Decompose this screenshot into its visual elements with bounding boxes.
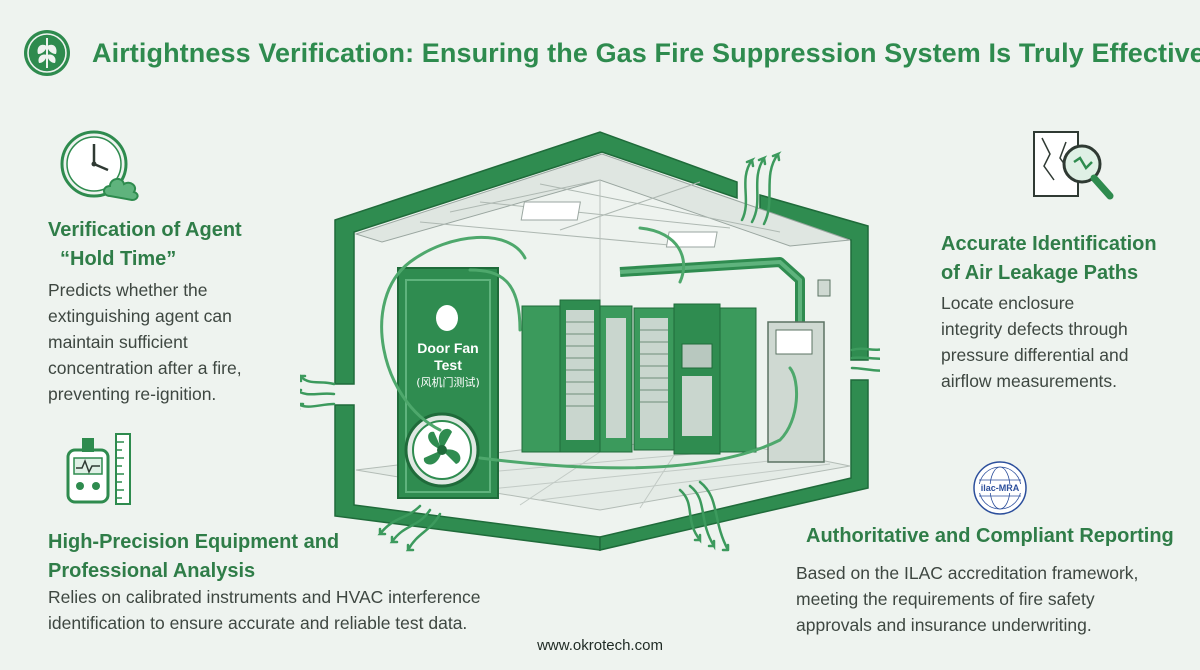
ilac-mra-logo [973, 461, 1027, 515]
equipment-body: Relies on calibrated instruments and HVA… [48, 584, 568, 636]
ilac-mra-logo-text: ilac-MRA [980, 483, 1020, 493]
door-fan-label-line1: Door Fan [417, 340, 479, 356]
reporting-body-line: meeting the requirements of fire safety [796, 589, 1095, 609]
leakage-heading-line2: of Air Leakage Paths [941, 262, 1139, 284]
equipment-heading-line2: Professional Analysis [48, 560, 256, 582]
enclosure-walls [334, 131, 869, 551]
airflow-loop [380, 226, 799, 470]
leakage-body-line: integrity defects through [941, 319, 1128, 339]
server-racks [521, 299, 757, 455]
equipment-heading: High-Precision Equipment and Professiona… [48, 528, 388, 586]
reporting-heading: Authoritative and Compliant Reporting [806, 525, 1174, 547]
hold-time-body-line: extinguishing agent can [48, 306, 232, 326]
door-fan-label: Door Fan Test (风机门测试) [405, 340, 491, 391]
equipment-body-line: Relies on calibrated instruments and HVA… [48, 587, 481, 607]
door-fan-label-sub: (风机门测试) [416, 376, 480, 389]
leakage-heading-line1: Accurate Identification [941, 233, 1157, 255]
leakage-body: Locate enclosure integrity defects throu… [941, 290, 1181, 394]
leakage-body-line: pressure differential and [941, 345, 1129, 365]
equipment-heading-line1: High-Precision Equipment and [48, 531, 340, 553]
magnifier-map-icon [1033, 131, 1114, 200]
enclosure-diagram [300, 131, 880, 552]
equipment-body-line: identification to ensure accurate and re… [48, 613, 468, 633]
hold-time-body: Predicts whether the extinguishing agent… [48, 277, 308, 407]
hold-time-body-line: maintain sufficient [48, 332, 188, 352]
leakage-body-line: Locate enclosure [941, 293, 1075, 313]
hold-time-body-line: preventing re-ignition. [48, 384, 217, 404]
fan-icon [404, 412, 480, 488]
meter-ruler-icon [66, 433, 131, 505]
brand-logo-icon [24, 30, 70, 76]
reporting-body-line: Based on the ILAC accreditation framewor… [796, 563, 1139, 583]
hold-time-body-line: concentration after a fire, [48, 358, 242, 378]
clock-cloud-icon [60, 130, 139, 202]
leakage-heading: Accurate Identification of Air Leakage P… [941, 230, 1181, 288]
reporting-body-line: approvals and insurance underwriting. [796, 615, 1092, 635]
page-title: Airtightness Verification: Ensuring the … [92, 38, 1200, 68]
ceiling [354, 153, 851, 247]
hold-time-heading: Verification of Agent “Hold Time” [48, 216, 288, 274]
door-fan-label-line2: Test [434, 357, 462, 373]
hold-time-heading-line2: “Hold Time” [60, 248, 177, 270]
reporting-body: Based on the ILAC accreditation framewor… [796, 560, 1196, 638]
footer-website: www.okrotech.com [537, 637, 663, 654]
hold-time-heading-line1: Verification of Agent [48, 219, 242, 241]
hold-time-body-line: Predicts whether the [48, 280, 208, 300]
leakage-arrows [300, 151, 880, 552]
leakage-body-line: airflow measurements. [941, 371, 1118, 391]
